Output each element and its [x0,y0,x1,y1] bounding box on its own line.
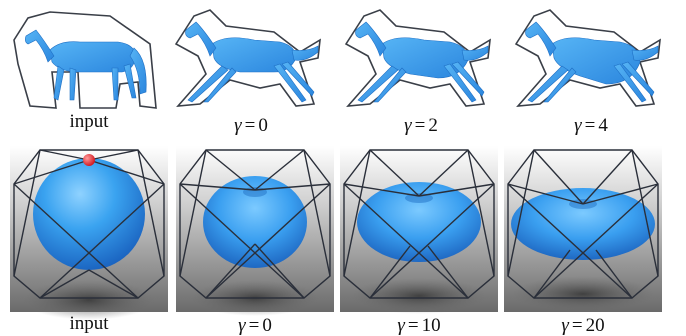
horse-panel-g4 [514,9,661,107]
render-panel-g0 [176,146,334,316]
control-cage [13,149,165,299]
caption-bottom-g20: γ=20 [561,315,605,336]
gamma-symbol: γ [234,115,242,136]
horse-shape [185,21,319,103]
gamma-value: 10 [421,315,441,336]
horse-shape [25,29,147,101]
gamma-symbol: γ [404,115,412,136]
gamma-symbol: γ [574,115,582,136]
gamma-symbol: γ [238,315,246,336]
control-cage [343,149,495,299]
torus-shape [357,182,481,262]
caption-top-g4: γ=4 [574,115,608,136]
sphere-shape [33,158,145,270]
caption-bottom-g0: γ=0 [238,315,272,336]
caption-top-g2: γ=2 [404,115,438,136]
horse-shape [525,21,659,103]
horse-panel-g0 [174,9,321,107]
horse-panel-input [13,11,157,109]
render-panel-input [10,146,168,320]
horse-panel-g2 [344,9,491,107]
caption-top-input: input [14,112,164,131]
caption-text: input [69,111,109,132]
control-cage [507,149,659,299]
render-panel-g10 [340,146,498,314]
gamma-value: 20 [585,315,605,336]
control-cage [179,149,331,299]
render-panel-g20 [504,146,662,312]
caption-text: input [69,313,109,334]
caption-bottom-input: input [14,314,164,333]
gamma-value: 4 [598,115,608,136]
control-point [83,154,95,166]
caption-bottom-g10: γ=10 [397,315,441,336]
horse-shape [355,21,489,103]
gamma-symbol: γ [561,315,569,336]
gamma-value: 2 [428,115,438,136]
gamma-value: 0 [258,115,268,136]
gamma-value: 0 [262,315,272,336]
torus-shape [203,176,307,268]
caption-top-g0: γ=0 [234,115,268,136]
torus-shape [511,188,655,260]
gamma-symbol: γ [397,315,405,336]
